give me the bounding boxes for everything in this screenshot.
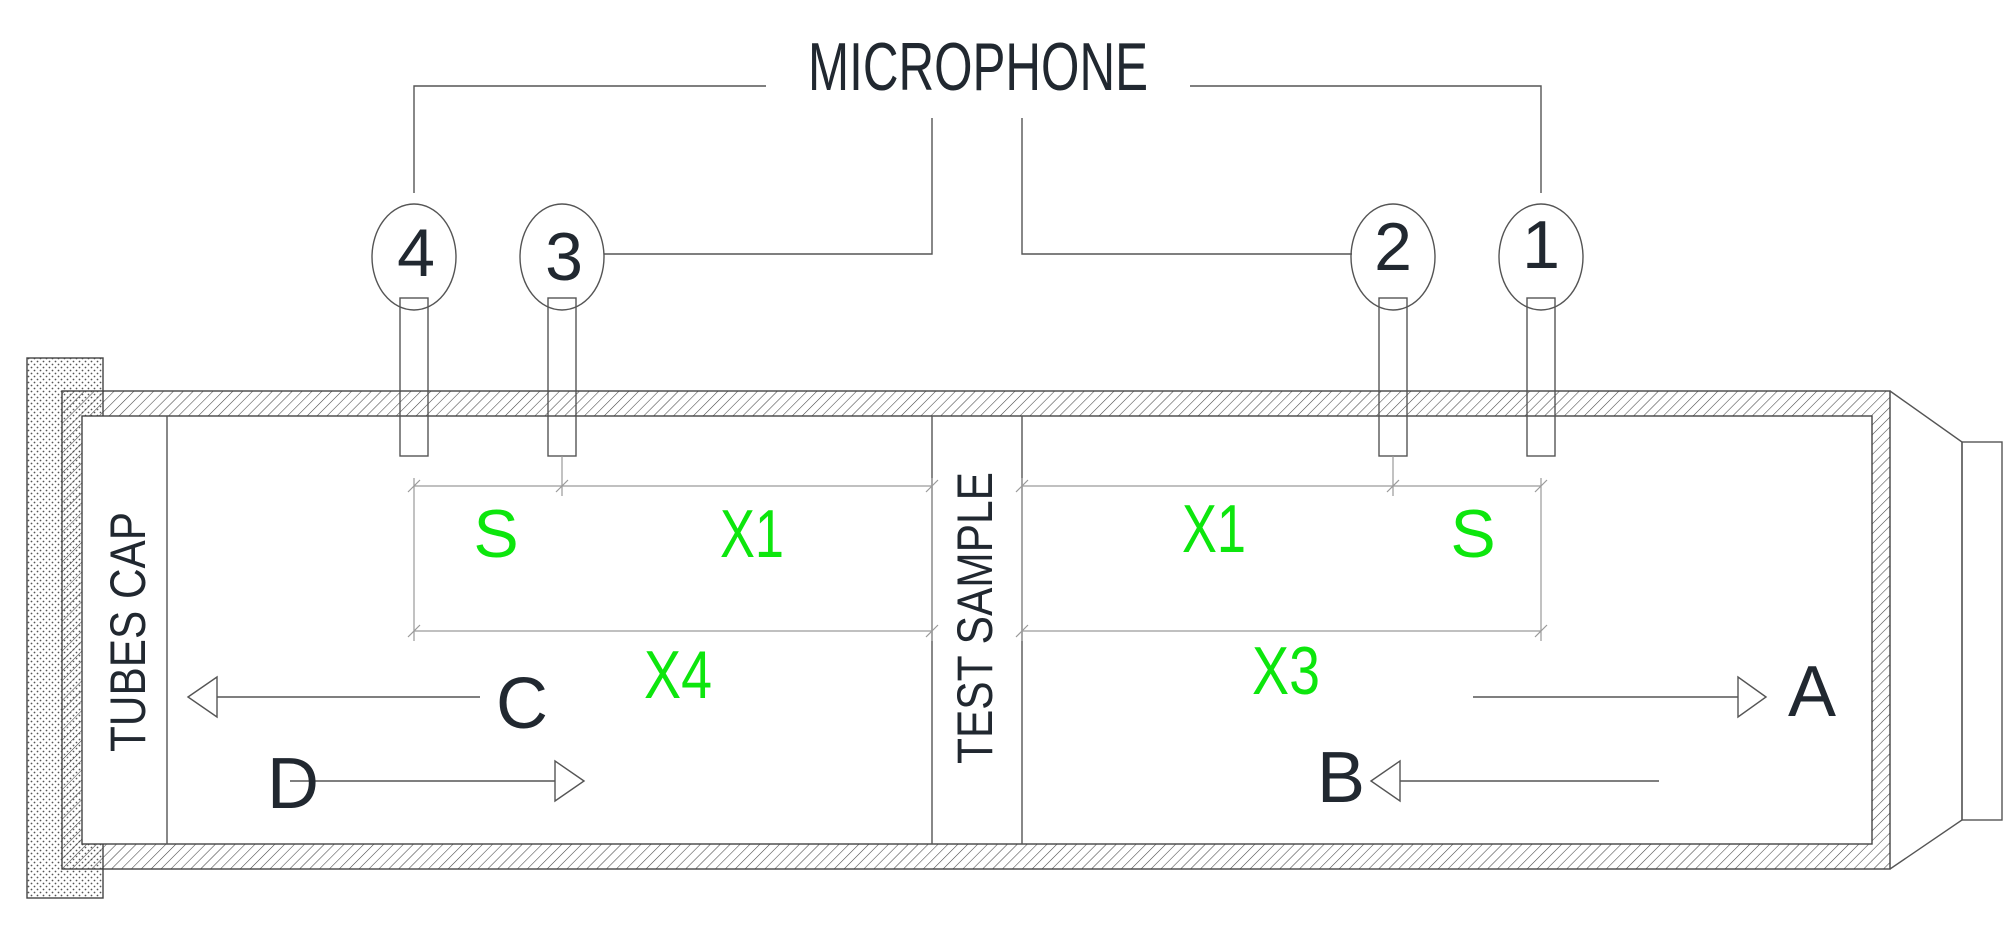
microphone-leader-lines <box>413 85 1542 255</box>
wave-label-c: C <box>496 664 548 744</box>
dimension-lines <box>407 456 1548 641</box>
wave-arrow-c <box>186 675 480 719</box>
dimension-x1-right: X1 <box>1182 491 1246 567</box>
microphone-1 <box>1498 203 1584 457</box>
tube-cap-label: TUBES CAP <box>100 512 156 752</box>
dimension-x1-left: X1 <box>720 496 784 572</box>
wave-arrow-a <box>1473 675 1768 719</box>
wave-label-d: D <box>267 744 319 824</box>
microphone-3-label: 3 <box>545 219 583 295</box>
microphone-4-label: 4 <box>397 215 435 291</box>
wave-arrow-b <box>1369 759 1659 803</box>
dimension-x4: X4 <box>644 637 712 713</box>
microphone-4 <box>371 203 457 457</box>
tube-wall <box>61 390 1891 870</box>
dimension-x3: X3 <box>1252 633 1320 709</box>
wave-arrow-d <box>290 759 586 803</box>
speaker-end <box>1889 390 2003 870</box>
microphone-2-label: 2 <box>1374 209 1412 285</box>
diagram-title: MICROPHONE <box>808 29 1148 105</box>
microphone-1-label: 1 <box>1522 207 1560 283</box>
test-sample-label: TEST SAMPLE <box>947 472 1003 764</box>
dimension-s-left: S <box>473 496 518 572</box>
wave-label-b: B <box>1317 738 1365 818</box>
dimension-s-right: S <box>1450 496 1495 572</box>
wave-label-a: A <box>1788 652 1836 732</box>
